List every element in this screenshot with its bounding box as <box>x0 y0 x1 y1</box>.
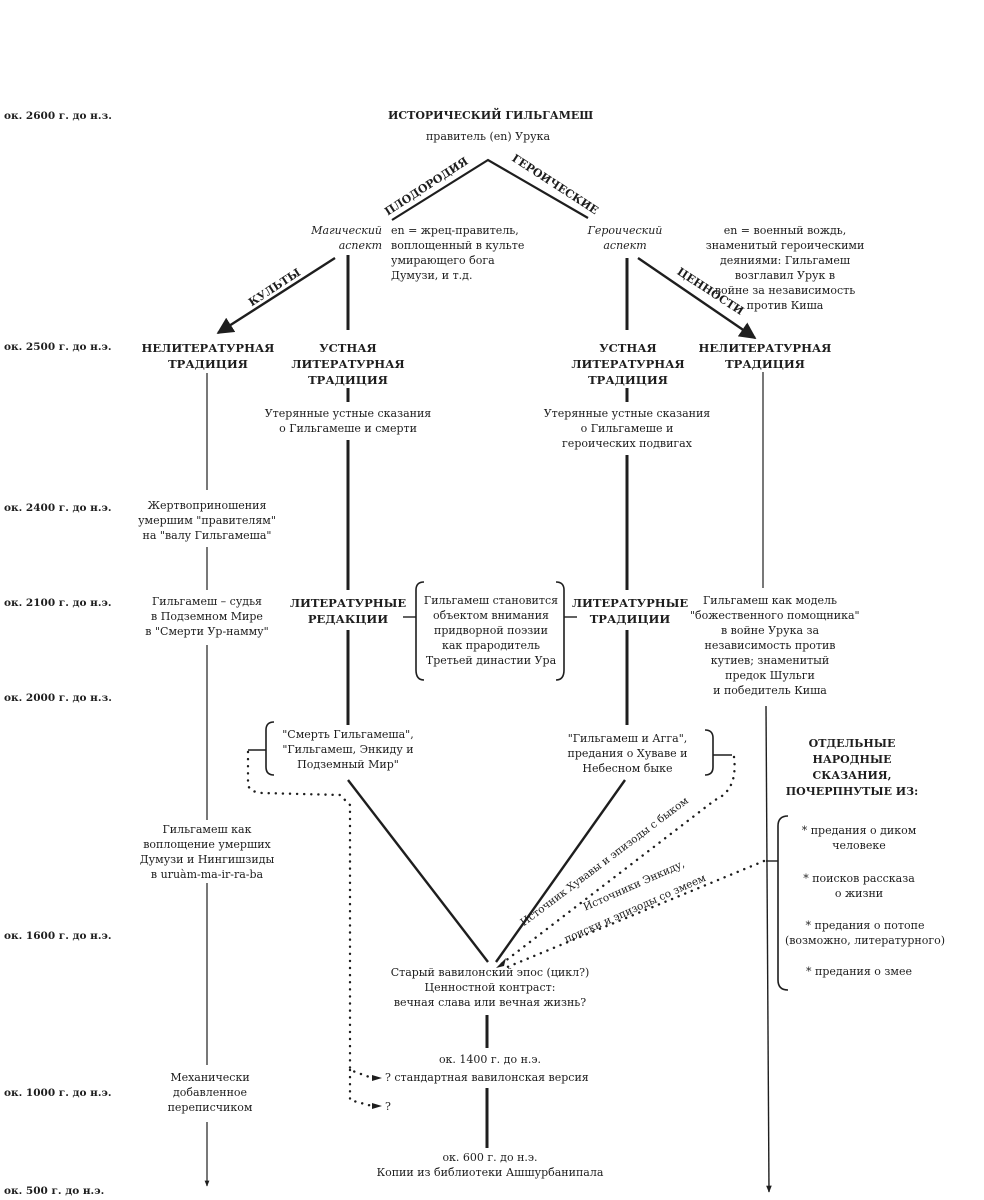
agga-brace <box>704 729 714 776</box>
date-1600: ок. 1600 г. до н.э. <box>4 930 112 942</box>
date-1000: ок. 1000 г. до н.э. <box>4 1087 112 1099</box>
date-2400: ок. 2400 г. до н.э. <box>4 502 112 514</box>
literary-redactions: ЛИТЕРАТУРНЫЕ РЕДАКЦИИ <box>289 596 407 626</box>
dotted-death-loop-2 <box>348 1068 374 1108</box>
date-500: ок. 500 г. до н.э. <box>4 1185 105 1197</box>
folk-source-life-quest: * поисков рассказа о жизни <box>803 872 915 900</box>
unknown-version: ? <box>385 1100 391 1113</box>
sacrifices-node: Жертвоприношения умершим "правителям" на… <box>138 499 276 542</box>
standard-version-date: ок. 1400 г. до н.э. <box>438 1053 542 1066</box>
ashurbanipal-library-copies: Копии из библиотеки Ашшурбанипала <box>376 1166 604 1179</box>
folk-tales-heading: ОТДЕЛЬНЫЕ НАРОДНЫЕ СКАЗАНИЯ, ПОЧЕРПНУТЫЕ… <box>785 737 919 798</box>
date-2600: ок. 2600 г. до н.з. <box>4 110 112 122</box>
death-to-epic-line <box>347 779 489 963</box>
magic-aspect: Магический аспект <box>311 224 382 252</box>
ashurbanipal-date: ок. 600 г. до н.э. <box>442 1151 538 1164</box>
standard-babylonian-version: ? стандартная вавилонская версия <box>385 1071 589 1084</box>
scribe-addition-node: Механически добавленное переписчиком <box>167 1071 253 1114</box>
court-poetry-node: Гильгамеш становится объектом внимания п… <box>423 594 559 667</box>
lost-oral-death: Утерянные устные сказания о Гильгамеше и… <box>264 407 432 435</box>
dotted-death-loop <box>246 750 374 1080</box>
title-main: ИСТОРИЧЕСКИЙ ГИЛЬГАМЕШ <box>388 109 594 122</box>
nonliterary-tradition-right: НЕЛИТЕРАТУРНАЯ ТРАДИЦИЯ <box>698 341 832 371</box>
death-of-gilgamesh-node: "Смерть Гильгамеша", "Гильгамеш, Энкиду … <box>282 728 414 771</box>
dotted-arrowhead-huwawa <box>496 958 506 968</box>
nonlit-right-arrow <box>765 705 772 1193</box>
branch-cults-arrow <box>216 256 336 335</box>
judge-underworld-node: Гильгамеш – судья в Подземном Мире в "См… <box>145 595 269 638</box>
small-arrow-2 <box>372 1103 382 1109</box>
literary-traditions: ЛИТЕРАТУРНЫЕ ТРАДИЦИИ <box>571 596 689 626</box>
lost-oral-heroic: Утерянные устные сказания о Гильгамеше и… <box>543 407 711 450</box>
date-2100: ок. 2100 г. до н.э. <box>4 597 112 609</box>
heroic-aspect: Героический аспект <box>587 224 663 252</box>
court-brace-left <box>415 581 425 681</box>
death-brace <box>265 721 275 776</box>
date-2000: ок. 2000 г. до н.з. <box>4 692 112 704</box>
folk-source-wild-man: * предания о диком человеке <box>801 824 917 852</box>
gilgamesh-agga-node: "Гильгамеш и Агга", предания о Хуваве и … <box>567 732 688 775</box>
oral-literary-tradition-left: УСТНАЯ ЛИТЕРАТУРНАЯ ТРАДИЦИЯ <box>291 341 405 387</box>
magic-aspect-desc: en = жрец-правитель, воплощенный в культ… <box>391 224 525 282</box>
nonliterary-tradition-left: НЕЛИТЕРАТУРНАЯ ТРАДИЦИЯ <box>141 341 275 371</box>
court-brace-right <box>555 581 565 681</box>
dotted-enkidu <box>503 859 766 970</box>
oral-literary-tradition-right: УСТНАЯ ЛИТЕРАТУРНАЯ ТРАДИЦИЯ <box>571 341 685 387</box>
small-arrow-1 <box>372 1075 382 1081</box>
dotted-huwawa <box>498 755 736 967</box>
folk-source-flood: * предания о потопе (возможно, литератур… <box>784 919 946 947</box>
date-2500: ок. 2500 г. до н.э. <box>4 341 112 353</box>
heroic-aspect-desc: en = военный вождь, знаменитый героическ… <box>705 224 865 312</box>
agga-to-epic-line <box>495 779 626 963</box>
divine-helper-node: Гильгамеш как модель "божественного помо… <box>690 594 860 697</box>
embodiment-node: Гильгамеш как воплощение умерших Думузи … <box>139 823 275 881</box>
folk-brace <box>777 815 789 991</box>
branch-fertility-line <box>391 158 589 221</box>
branch-values-arrow <box>637 257 757 339</box>
title-sub: правитель (en) Урука <box>425 130 551 143</box>
old-babylonian-epic: Старый вавилонский эпос (цикл?) Ценностн… <box>390 966 590 1009</box>
folk-source-serpent: * предания о змее <box>805 965 912 978</box>
